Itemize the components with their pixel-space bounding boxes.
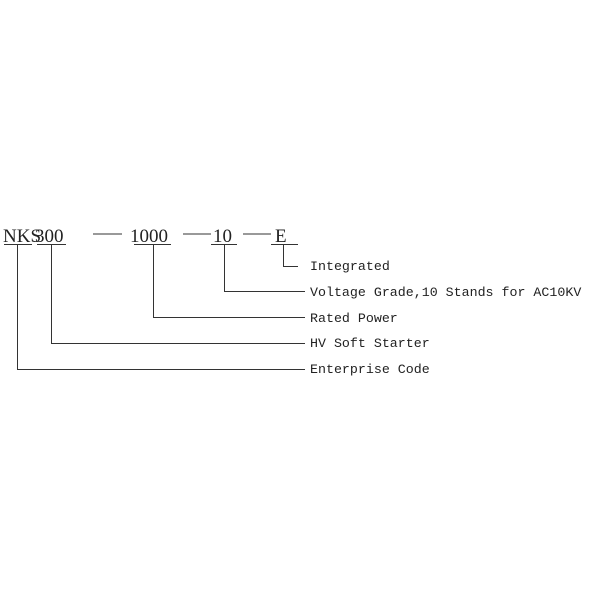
code-segment-1000: 1000 [130,226,168,247]
leader-line-10 [224,245,305,292]
code-segment-nks: NKS [3,226,41,247]
code-segment-10: 10 [213,226,232,247]
label-enterprise-code: Enterprise Code [310,362,430,377]
leader-line-e [283,245,298,267]
code-segment-300: 300 [35,226,64,247]
leader-line-300 [51,245,305,344]
label-hv-soft-starter: HV Soft Starter [310,336,430,351]
leader-line-1000 [153,245,305,318]
label-rated-power: Rated Power [310,311,398,326]
label-voltage-grade: Voltage Grade,10 Stands for AC10KV [310,285,581,300]
leader-line-nks [17,245,305,370]
label-integrated: Integrated [310,259,390,274]
code-segment-e: E [275,226,287,247]
